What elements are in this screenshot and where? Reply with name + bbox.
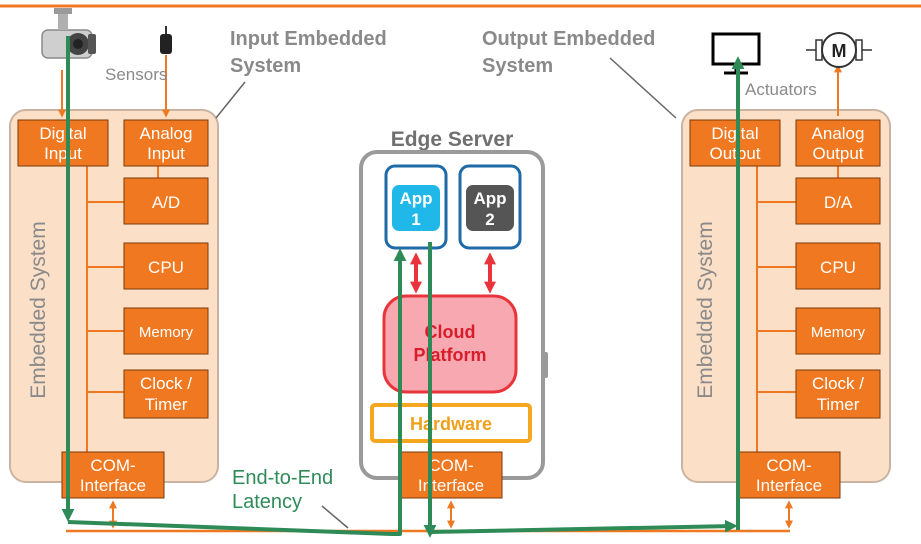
app1-window: App 1 <box>384 164 448 250</box>
svg-text:Latency: Latency <box>232 491 302 513</box>
edge-server-title: Edge Server <box>391 128 514 151</box>
svg-text:Hardware: Hardware <box>410 414 492 434</box>
svg-text:Timer: Timer <box>817 395 860 414</box>
server-com-interface: COM- Interface <box>399 451 503 499</box>
svg-text:Timer: Timer <box>145 395 188 414</box>
svg-text:Analog: Analog <box>140 124 193 143</box>
svg-text:Clock /: Clock / <box>812 374 864 393</box>
svg-text:App: App <box>473 189 506 208</box>
svg-text:1: 1 <box>411 210 420 229</box>
left-clock-timer: Clock / Timer <box>123 369 209 419</box>
svg-text:Input Embedded: Input Embedded <box>230 28 387 50</box>
left-memory: Memory <box>123 307 209 355</box>
svg-text:CPU: CPU <box>820 258 856 277</box>
latency-label: End-to-End Latency <box>232 467 333 513</box>
svg-text:Clock /: Clock / <box>140 374 192 393</box>
analog-sensor-icon <box>160 26 172 54</box>
svg-text:Input: Input <box>147 144 185 163</box>
left-vertical-label: Embedded System <box>27 221 50 398</box>
svg-text:COM-: COM- <box>90 456 135 475</box>
left-analog-input: Analog Input <box>123 119 209 167</box>
svg-text:A/D: A/D <box>152 193 180 212</box>
svg-text:Analog: Analog <box>812 124 865 143</box>
server-side-button <box>542 352 548 378</box>
left-digital-input: Digital Input <box>17 119 109 167</box>
left-ad-converter: A/D <box>123 177 209 225</box>
right-da-converter: D/A <box>795 177 881 225</box>
left-com-interface: COM- Interface <box>61 451 165 499</box>
right-digital-output: Digital Output <box>689 119 781 167</box>
left-internal-bus <box>86 165 159 452</box>
svg-text:Output: Output <box>709 144 760 163</box>
svg-text:Interface: Interface <box>418 476 484 495</box>
output-system-label: Output Embedded System <box>482 28 655 77</box>
right-vertical-label: Embedded System <box>694 221 717 398</box>
latency-path-to-output <box>429 519 738 534</box>
svg-text:System: System <box>230 55 301 77</box>
svg-text:2: 2 <box>485 210 494 229</box>
svg-text:Cloud: Cloud <box>425 322 476 342</box>
svg-text:System: System <box>482 55 553 77</box>
left-cpu: CPU <box>123 242 209 290</box>
right-clock-timer: Clock / Timer <box>795 369 881 419</box>
svg-text:Digital: Digital <box>39 124 86 143</box>
right-analog-output: Analog Output <box>795 119 881 167</box>
cloud-platform: Cloud Platform <box>382 294 518 394</box>
svg-text:Interface: Interface <box>756 476 822 495</box>
svg-text:Input: Input <box>44 144 82 163</box>
svg-text:Output Embedded: Output Embedded <box>482 28 655 50</box>
output-system-leader <box>609 57 677 119</box>
svg-text:End-to-End: End-to-End <box>232 467 333 489</box>
actuators-label: Actuators <box>745 80 817 99</box>
hardware-layer: Hardware <box>370 403 532 443</box>
app2-window: App 2 <box>458 164 522 250</box>
svg-text:M: M <box>832 41 847 61</box>
svg-text:Platform: Platform <box>413 345 486 365</box>
latency-path-to-app <box>67 248 407 536</box>
latency-leader <box>321 505 349 529</box>
svg-text:Output: Output <box>812 144 863 163</box>
svg-text:D/A: D/A <box>824 193 853 212</box>
sensors-label: Sensors <box>105 65 167 84</box>
input-system-label: Input Embedded System <box>230 28 387 77</box>
svg-text:Memory: Memory <box>139 324 194 341</box>
right-internal-bus <box>756 165 839 452</box>
input-system-leader <box>215 81 246 119</box>
motor-icon: M <box>806 32 872 68</box>
svg-text:COM-: COM- <box>428 456 473 475</box>
svg-text:CPU: CPU <box>148 258 184 277</box>
right-memory: Memory <box>795 307 881 355</box>
right-cpu: CPU <box>795 242 881 290</box>
right-com-interface: COM- Interface <box>737 451 841 499</box>
svg-text:App: App <box>399 189 432 208</box>
svg-text:Interface: Interface <box>80 476 146 495</box>
svg-text:Memory: Memory <box>811 324 866 341</box>
svg-text:Digital: Digital <box>711 124 758 143</box>
svg-text:COM-: COM- <box>766 456 811 475</box>
